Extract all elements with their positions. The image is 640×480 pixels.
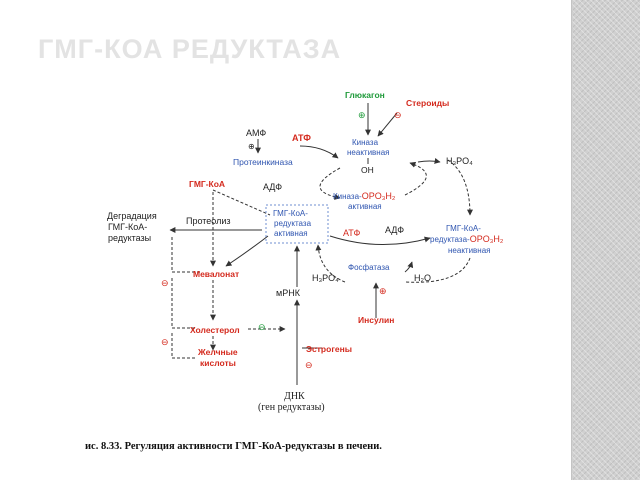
reductase-inactive-line1: ГМГ-КоА- — [446, 224, 481, 233]
plus-insulin-sign: ⊕ — [379, 286, 387, 296]
dna-label: ДНК — [284, 391, 305, 402]
decorative-sidebar — [571, 0, 640, 480]
mevalonate-label: Мевалонат — [193, 269, 239, 279]
minus-steroids-sign: ⊖ — [394, 110, 402, 120]
bile-acids-line1: Желчные — [197, 347, 238, 357]
minus-left-top-sign: ⊖ — [161, 278, 169, 288]
arrow-cycle-upper-right — [447, 159, 473, 216]
feedback-mevalonate-left — [171, 235, 200, 273]
proteolysis-label: Протеолиз — [186, 216, 231, 226]
plus-amf-sign: ⊕ — [248, 142, 255, 151]
adp-mid-label: АДФ — [385, 225, 404, 235]
kinase-active-line2: активная — [348, 202, 382, 211]
h2o-label: H₂O — [414, 273, 431, 283]
glucagon-label: Глюкагон — [345, 90, 385, 100]
arrow-steroids-to-kinase — [377, 112, 398, 137]
plus-glucagon-sign: ⊕ — [358, 110, 366, 120]
estrogens-label: Эстрогены — [306, 344, 352, 354]
hmg-coa-label: ГМГ-КоА — [189, 179, 225, 189]
arrow-reductase-phosphorylation — [329, 235, 431, 246]
oh-label: OH — [361, 165, 374, 175]
arrow-atp-to-kinase — [299, 145, 339, 159]
kinase-inactive-line2: неактивная — [347, 148, 390, 157]
atp-mid-label: АТФ — [343, 228, 360, 238]
reductase-inactive-line3: неактивная — [448, 246, 491, 255]
bile-acids-line2: кислоты — [200, 358, 236, 368]
reductase-active-line3: активная — [274, 229, 308, 238]
reductase-active-line2: редуктаза — [274, 219, 312, 228]
insulin-label: Инсулин — [358, 315, 394, 325]
reductase-active-line1: ГМГ-КоА- — [273, 209, 308, 218]
reductase-inactive-group: OPO₃H₂ — [470, 234, 504, 244]
gene-label: (ген редуктазы) — [258, 402, 325, 413]
arrows — [169, 103, 473, 385]
arrow-hmgcoa-to-reductase — [212, 189, 271, 216]
arrow-cycle-lower-right — [404, 257, 471, 283]
reductase-inactive-prefix: редуктаза- — [430, 235, 470, 244]
protein-kinase-label: Протеинкиназа — [233, 157, 293, 167]
kinase-active-prefix: Киназа- — [333, 192, 362, 201]
arrow-kinase-dephosphorylation — [404, 161, 427, 196]
arrow-h3po4-top — [417, 158, 441, 164]
kinase-active-group: OPO₃H₂ — [362, 191, 396, 201]
atp-top-label: АТФ — [292, 133, 311, 143]
phosphatase-label: Фосфатаза — [348, 263, 390, 272]
h3po4-top-label: H₃PO₄ — [446, 156, 473, 166]
amf-label: АМФ — [246, 128, 266, 138]
arrow-h2o — [404, 261, 414, 273]
adp-top-label: АДФ — [263, 182, 282, 192]
minus-estrogens-sign: ⊖ — [305, 360, 313, 370]
cholesterol-label: Холестерол — [190, 325, 240, 335]
minus-cholesterol-sign: ⊖ — [258, 322, 266, 332]
arrow-kinase-activation — [319, 167, 341, 200]
feedback-bile-left — [171, 332, 195, 359]
h3po4-mid-label: H₃PO₄ — [312, 273, 339, 283]
labels: Глюкагон ⊕ Стероиды ⊖ АМФ ⊕ АТФ Киназа н… — [107, 90, 504, 413]
figure-caption: ис. 8.33. Регуляция активности ГМГ-КоА-р… — [85, 441, 382, 452]
arrow-reductase-to-mevalonate — [225, 235, 269, 267]
slide-title: ГМГ-КОА РЕДУКТАЗА — [38, 34, 342, 64]
kinase-active-line1: Киназа-OPO₃H₂ — [333, 191, 396, 201]
steroids-label: Стероиды — [406, 98, 449, 108]
reductase-inactive-line2: редуктаза-OPO₃H₂ — [430, 234, 504, 244]
feedback-cholesterol-left — [171, 276, 195, 329]
kinase-inactive-line1: Киназа — [352, 138, 379, 147]
degradation-line2: ГМГ-КоА- — [108, 222, 147, 232]
degradation-line3: редуктазы — [108, 233, 151, 243]
reductase-active-box — [265, 204, 329, 244]
minus-left-bottom-sign: ⊖ — [161, 337, 169, 347]
mrna-label: мРНК — [276, 288, 301, 298]
degradation-line1: Деградация — [107, 211, 157, 221]
